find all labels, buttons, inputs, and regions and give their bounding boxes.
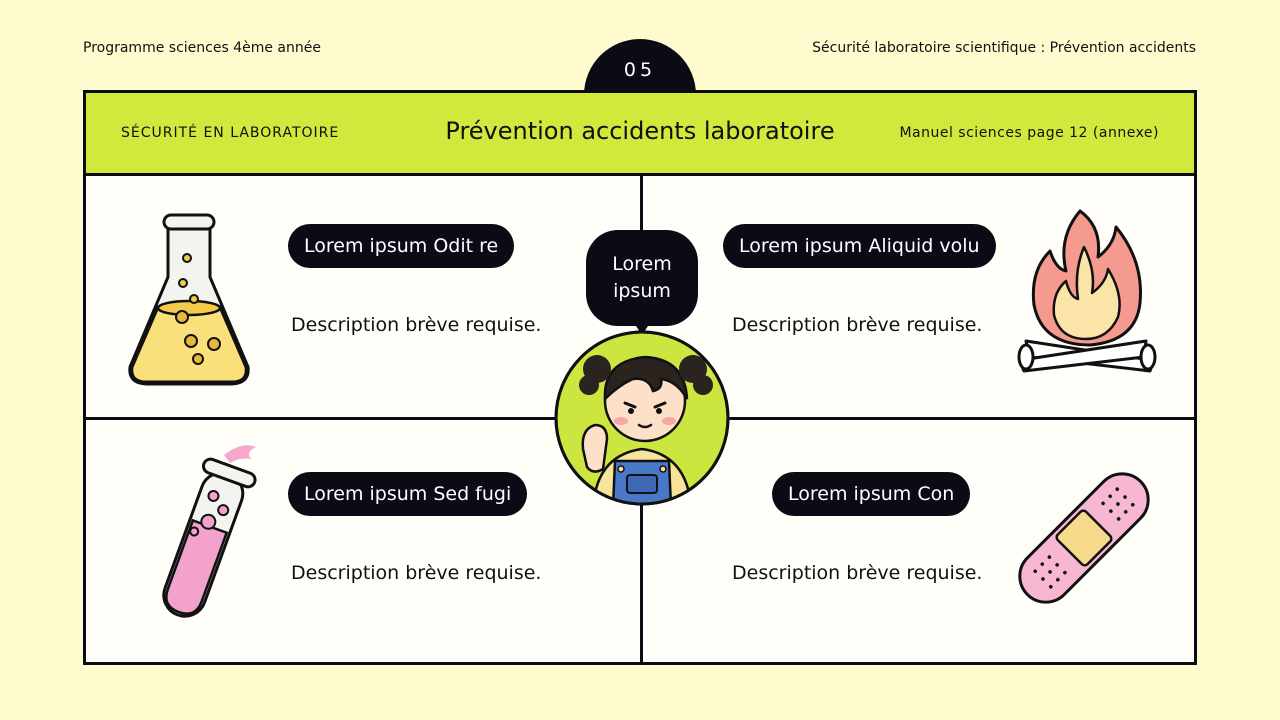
card-description: Description brève requise. (732, 562, 983, 584)
bubble-line-1: Lorem (612, 253, 672, 275)
card-label: Lorem ipsum Odit re (288, 224, 515, 268)
card-label: Lorem ipsum Aliquid volu (723, 224, 996, 268)
header-band: SÉCURITÉ EN LABORATOIRE Prévention accid… (86, 93, 1194, 176)
content-frame: SÉCURITÉ EN LABORATOIRE Prévention accid… (83, 90, 1197, 665)
reference-label: Manuel sciences page 12 (annexe) (899, 125, 1159, 141)
page-title: Prévention accidents laboratoire (445, 117, 835, 145)
card-description: Description brève requise. (732, 314, 983, 336)
test-tube-icon (162, 445, 257, 618)
bandage-icon (1018, 472, 1150, 604)
topic-label: Sécurité laboratoire scientifique : Prév… (812, 40, 1196, 56)
card-label: Lorem ipsum Sed fugi (288, 472, 528, 516)
course-label: Programme sciences 4ème année (83, 40, 321, 56)
bubble-line-2: ipsum (613, 280, 671, 302)
section-label: SÉCURITÉ EN LABORATOIRE (121, 125, 340, 141)
card-description: Description brève requise. (291, 314, 542, 336)
flask-icon (128, 213, 250, 386)
card-description: Description brève requise. (291, 562, 542, 584)
fire-icon (1017, 209, 1157, 373)
card-label: Lorem ipsum Con (772, 472, 971, 516)
speech-bubble: Lorem ipsum (586, 230, 698, 326)
girl-character-icon (554, 330, 730, 506)
